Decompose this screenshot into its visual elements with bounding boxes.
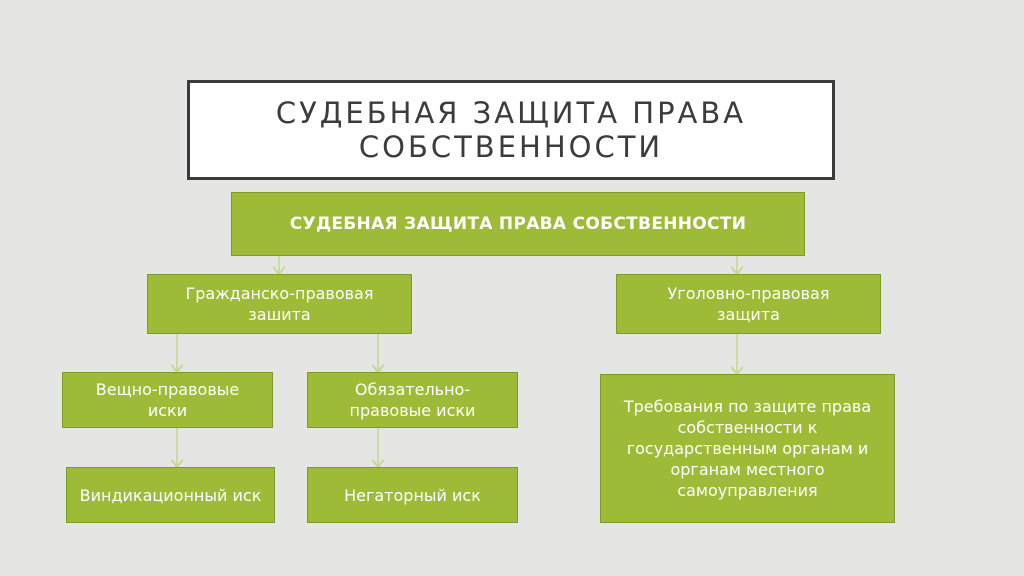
slide-title: СУДЕБНАЯ ЗАЩИТА ПРАВА СОБСТВЕННОСТИ	[275, 96, 747, 164]
node-negatory: Негаторный иск	[307, 467, 518, 523]
node-criminal-label: Уголовно-правовая защита	[667, 284, 830, 324]
node-obligation-claims-label: Обязательно-правовые иски	[349, 380, 476, 420]
node-root: СУДЕБНАЯ ЗАЩИТА ПРАВА СОБСТВЕННОСТИ	[231, 192, 805, 256]
node-criminal: Уголовно-правовая защита	[616, 274, 881, 334]
node-requirements: Требования по защите права собственности…	[600, 374, 895, 523]
title-box: СУДЕБНАЯ ЗАЩИТА ПРАВА СОБСТВЕННОСТИ	[187, 80, 835, 180]
node-civil: Гражданско-правовая зашита	[147, 274, 412, 334]
node-real-claims: Вещно-правовые иски	[62, 372, 273, 428]
node-vindication: Виндикационный иск	[66, 467, 275, 523]
node-requirements-label: Требования по защите права собственности…	[623, 397, 872, 500]
node-obligation-claims: Обязательно-правовые иски	[307, 372, 518, 428]
node-civil-label: Гражданско-правовая зашита	[185, 284, 374, 324]
node-vindication-label: Виндикационный иск	[79, 485, 262, 505]
node-negatory-label: Негаторный иск	[344, 485, 481, 505]
node-real-claims-label: Вещно-правовые иски	[95, 380, 240, 420]
node-root-label: СУДЕБНАЯ ЗАЩИТА ПРАВА СОБСТВЕННОСТИ	[289, 213, 747, 234]
